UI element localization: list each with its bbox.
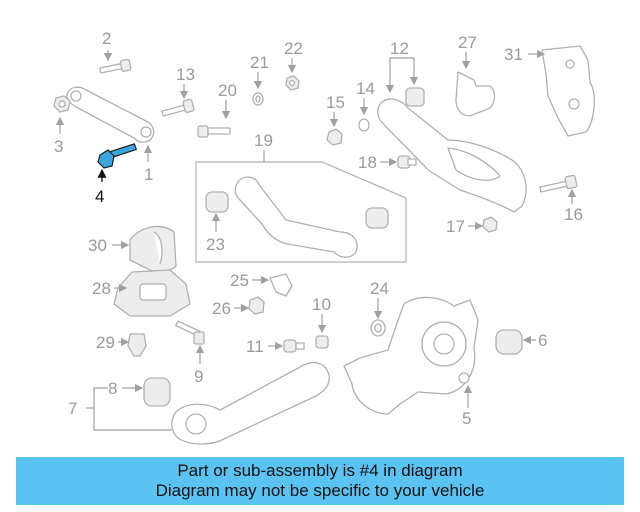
- part-11-bolt[interactable]: [283, 339, 305, 353]
- part-22-nut[interactable]: [285, 75, 300, 91]
- part-19-upper-arm-assembly[interactable]: [195, 161, 407, 263]
- callout-23: 23: [206, 235, 225, 254]
- callout-31: 31: [504, 45, 523, 64]
- callout-30: 30: [88, 236, 107, 255]
- callout-22: 22: [284, 39, 303, 58]
- part-18-bolt[interactable]: [397, 155, 417, 169]
- callout-26: 26: [212, 299, 231, 318]
- part-26-nut[interactable]: [248, 296, 265, 315]
- part-9-bolt[interactable]: [175, 320, 205, 345]
- part-7-trailing-arm[interactable]: [171, 361, 330, 445]
- part-4-bolt[interactable]: [97, 143, 137, 169]
- part-20-bolt[interactable]: [197, 125, 231, 138]
- callout-7: 7: [68, 399, 77, 418]
- part-1-lateral-link[interactable]: [66, 86, 155, 143]
- callout-4: 4: [95, 187, 104, 206]
- part-25-bracket[interactable]: [269, 273, 293, 297]
- part-27-bracket[interactable]: [455, 71, 496, 117]
- part-5-knuckle[interactable]: [343, 296, 479, 415]
- callout-10: 10: [312, 295, 331, 314]
- part-10-bolt[interactable]: [315, 335, 329, 349]
- part-16-bolt[interactable]: [539, 174, 578, 193]
- callout-17: 17: [446, 217, 465, 236]
- part-15-nut[interactable]: [326, 128, 343, 146]
- callout-24: 24: [370, 279, 389, 298]
- part-12-lower-control-arm[interactable]: [377, 87, 527, 213]
- callout-16: 16: [564, 205, 583, 224]
- callout-20: 20: [218, 81, 237, 100]
- callout-11: 11: [246, 337, 264, 356]
- callout-12: 12: [390, 39, 409, 58]
- part-2-bolt[interactable]: [99, 58, 132, 74]
- callout-numbers: 1 2 3 4 5 6 7 8 9 10 11 12 13 14 15 16 1…: [54, 29, 583, 428]
- part-28-spring-seat[interactable]: [113, 269, 191, 317]
- leader-lines: [55, 49, 577, 431]
- caption-line-2: Diagram may not be specific to your vehi…: [155, 481, 485, 500]
- callout-8: 8: [108, 379, 117, 398]
- callout-25: 25: [230, 271, 249, 290]
- part-6-bushing[interactable]: [495, 329, 523, 355]
- part-14-washer[interactable]: [358, 118, 370, 132]
- callout-5: 5: [462, 409, 471, 428]
- callout-1: 1: [144, 165, 153, 184]
- callout-28: 28: [92, 279, 111, 298]
- callout-18: 18: [358, 153, 377, 172]
- part-29-clip[interactable]: [127, 333, 147, 357]
- part-3-nut[interactable]: [53, 95, 71, 113]
- callout-2: 2: [102, 29, 111, 48]
- part-31-bracket[interactable]: [541, 45, 596, 137]
- callout-9: 9: [194, 367, 203, 386]
- callout-6: 6: [538, 331, 547, 350]
- part-8-bushing[interactable]: [143, 377, 171, 407]
- caption-line-1: Part or sub-assembly is #4 in diagram: [177, 461, 463, 480]
- part-17-nut[interactable]: [482, 216, 498, 233]
- part-30-bump-stop[interactable]: [129, 225, 177, 273]
- caption-banner: Part or sub-assembly is #4 in diagram Di…: [16, 457, 624, 505]
- callout-15: 15: [326, 93, 345, 112]
- callout-27: 27: [458, 33, 477, 52]
- callout-21: 21: [250, 53, 269, 72]
- callout-13: 13: [176, 65, 195, 84]
- callout-29: 29: [96, 333, 115, 352]
- part-21-washer[interactable]: [252, 92, 264, 106]
- part-24-washer[interactable]: [370, 319, 386, 337]
- callout-3: 3: [54, 137, 63, 156]
- callout-19: 19: [254, 131, 273, 150]
- part-13-bolt[interactable]: [161, 98, 195, 117]
- callout-14: 14: [356, 79, 375, 98]
